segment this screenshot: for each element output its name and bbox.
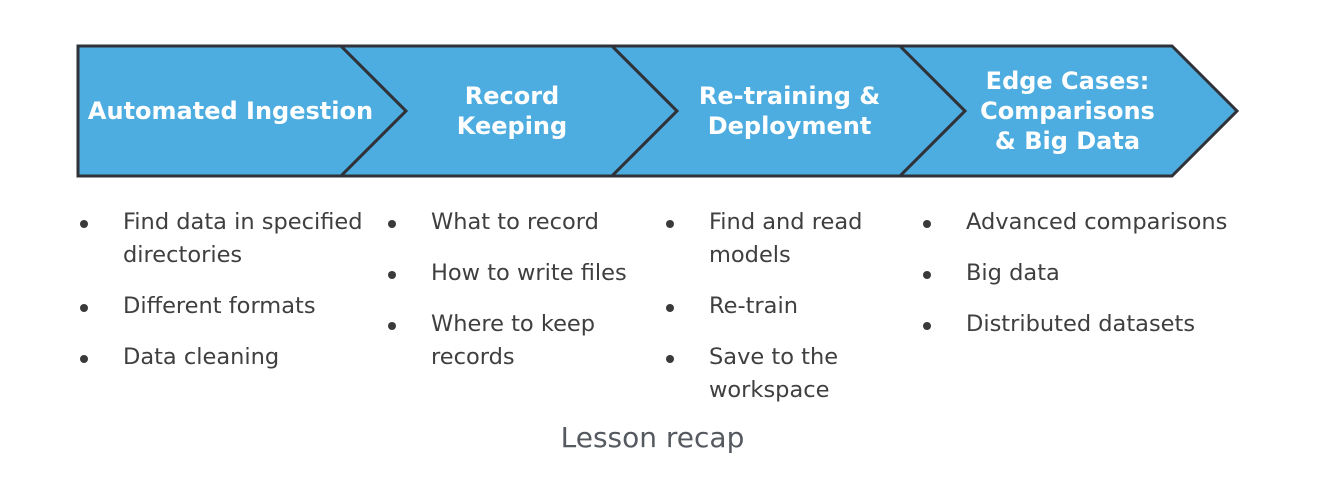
stage-3-bullet-3: Save to the workspace [663, 341, 893, 407]
stage-1-bullet-3: Data cleaning [77, 341, 377, 374]
stage-1-bullet-1: Find data in specified directories [77, 206, 377, 272]
diagram-caption: Lesson recap [560, 421, 745, 454]
stage-4-bullet-2: Big data [920, 257, 1260, 290]
stage-2-title: Record Keeping [456, 82, 568, 140]
process-chevron-arrow [76, 44, 1240, 178]
stage-4-chevron [896, 44, 1240, 178]
stage-3-bullet-2: Re-train [663, 290, 893, 323]
stage-4-bullet-3: Distributed datasets [920, 308, 1260, 341]
stage-4-title: Edge Cases: Comparisons & Big Data [980, 67, 1155, 155]
stage-3-bullet-1: Find and read models [663, 206, 893, 272]
stage-1-bullet-2: Different formats [77, 290, 377, 323]
stage-1-title: Automated Ingestion [87, 97, 374, 125]
stage-2-bullet-3: Where to keep records [385, 308, 645, 374]
stage-3-title: Re-training & Deployment [698, 82, 881, 140]
stage-2-bullet-list: What to record How to write files Where … [385, 206, 645, 392]
stage-2-bullet-2: How to write files [385, 257, 645, 290]
stage-1-bullet-list: Find data in specified directories Diffe… [77, 206, 377, 392]
stage-4-bullet-list: Advanced comparisons Big data Distribute… [920, 206, 1260, 359]
stage-4-bullet-1: Advanced comparisons [920, 206, 1260, 239]
stage-2-bullet-1: What to record [385, 206, 645, 239]
stage-3-bullet-list: Find and read models Re-train Save to th… [663, 206, 893, 425]
